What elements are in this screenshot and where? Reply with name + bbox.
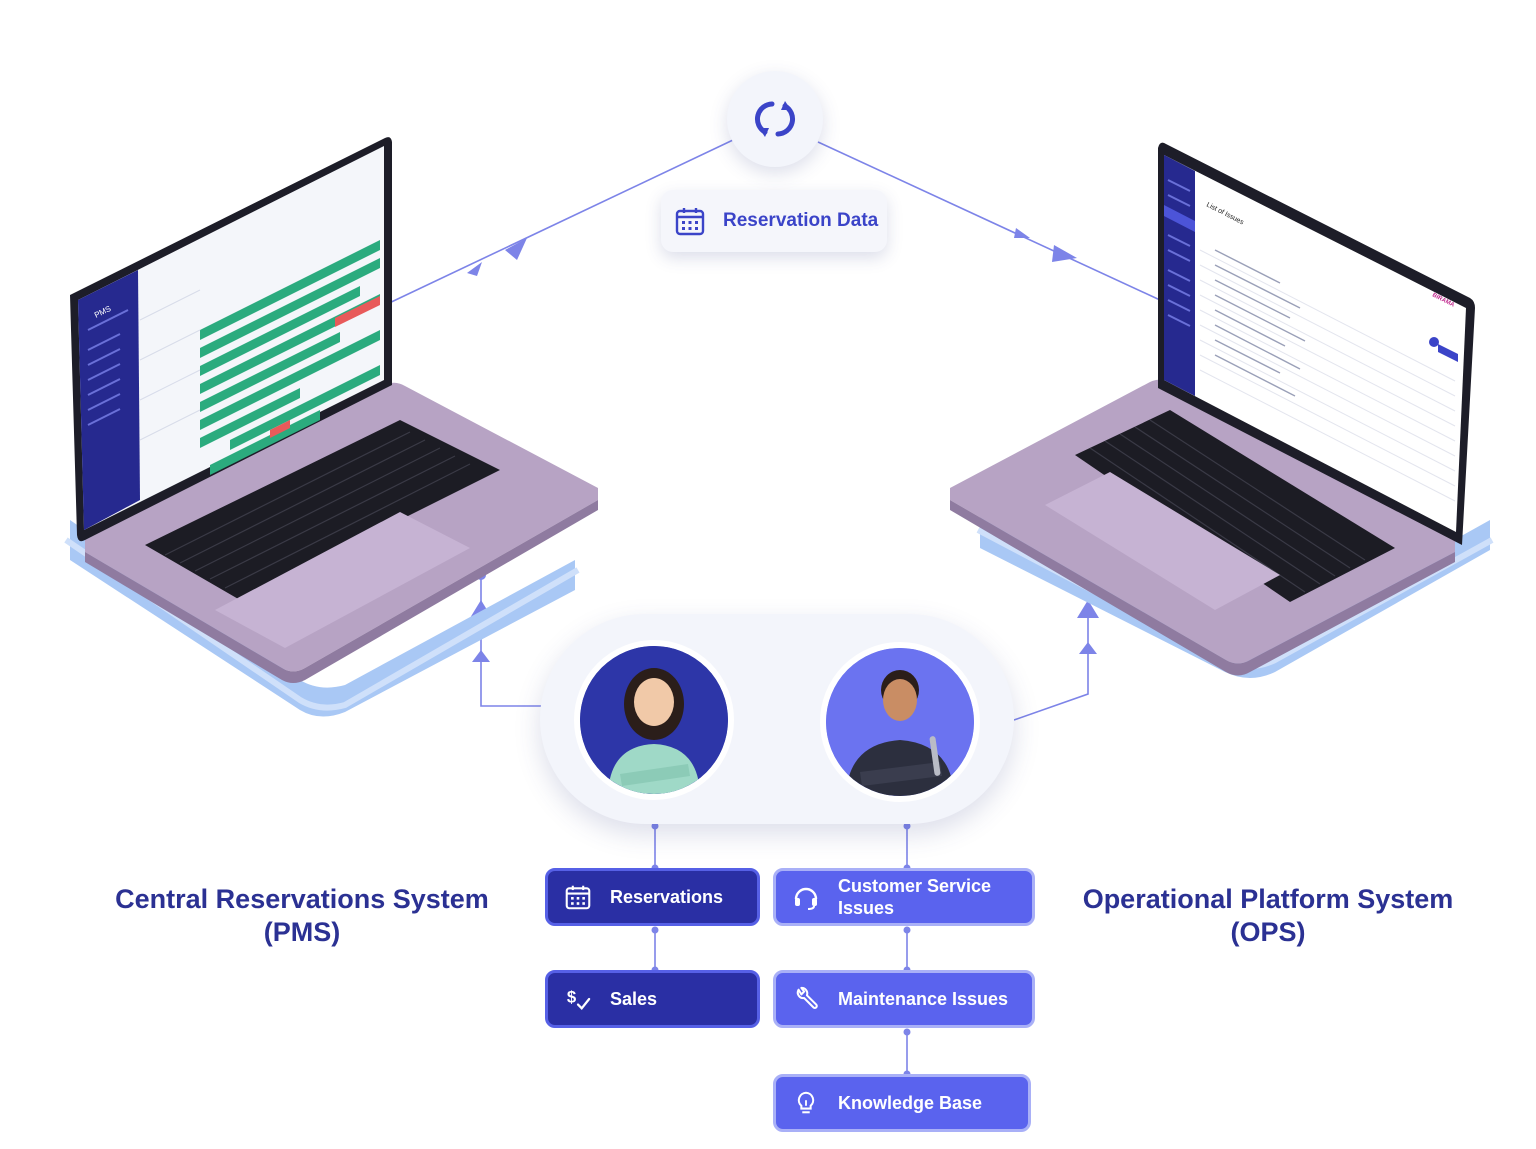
ops-label: Operational Platform System (OPS) xyxy=(1082,884,1454,947)
arrow-marker xyxy=(472,650,490,662)
customer-service-label: Customer Service Issues xyxy=(838,876,992,918)
pms-reservation-bars xyxy=(200,240,380,475)
reservations-agent-avatar xyxy=(574,640,734,800)
laptop-platform xyxy=(70,520,575,717)
knowledge-base-box: Knowledge Base xyxy=(773,1074,1031,1132)
sync-node xyxy=(727,71,823,167)
arrow-marker xyxy=(1014,228,1030,238)
svg-text:$: $ xyxy=(567,988,577,1007)
sync-arrows-icon xyxy=(754,101,796,137)
lightbulb-icon xyxy=(792,1089,820,1117)
arrow-marker xyxy=(1052,245,1077,262)
customer-service-issues-box: Customer Service Issues xyxy=(773,868,1035,926)
calendar-icon xyxy=(564,883,592,911)
maintenance-technician-avatar xyxy=(820,642,980,802)
calendar-icon xyxy=(675,208,705,236)
reservation-data-label: Reservation Data xyxy=(723,210,879,231)
maintenance-issues-label: Maintenance Issues xyxy=(838,989,1009,1009)
arrow-marker xyxy=(1077,600,1099,618)
wrench-icon xyxy=(792,985,820,1013)
dollar-check-icon: $ xyxy=(564,985,592,1013)
arrow-marker xyxy=(467,262,482,276)
laptop-keyboard xyxy=(145,420,500,600)
laptop-keyboard xyxy=(1075,410,1395,602)
sales-label: Sales xyxy=(610,989,658,1009)
reservations-box: Reservations xyxy=(545,868,760,926)
arrow-marker xyxy=(1079,642,1097,654)
knowledge-base-label: Knowledge Base xyxy=(838,1093,983,1113)
sales-box: $ Sales xyxy=(545,970,760,1028)
laptop-trackpad xyxy=(215,512,470,648)
pms-label: Central Reservations System (PMS) xyxy=(115,884,489,947)
maintenance-issues-box: Maintenance Issues xyxy=(773,970,1035,1028)
headset-icon xyxy=(792,883,820,911)
laptop-trackpad xyxy=(1045,472,1280,610)
reservation-data-pill: Reservation Data xyxy=(661,190,887,252)
arrow-marker xyxy=(505,238,527,260)
reservations-label: Reservations xyxy=(610,887,724,907)
